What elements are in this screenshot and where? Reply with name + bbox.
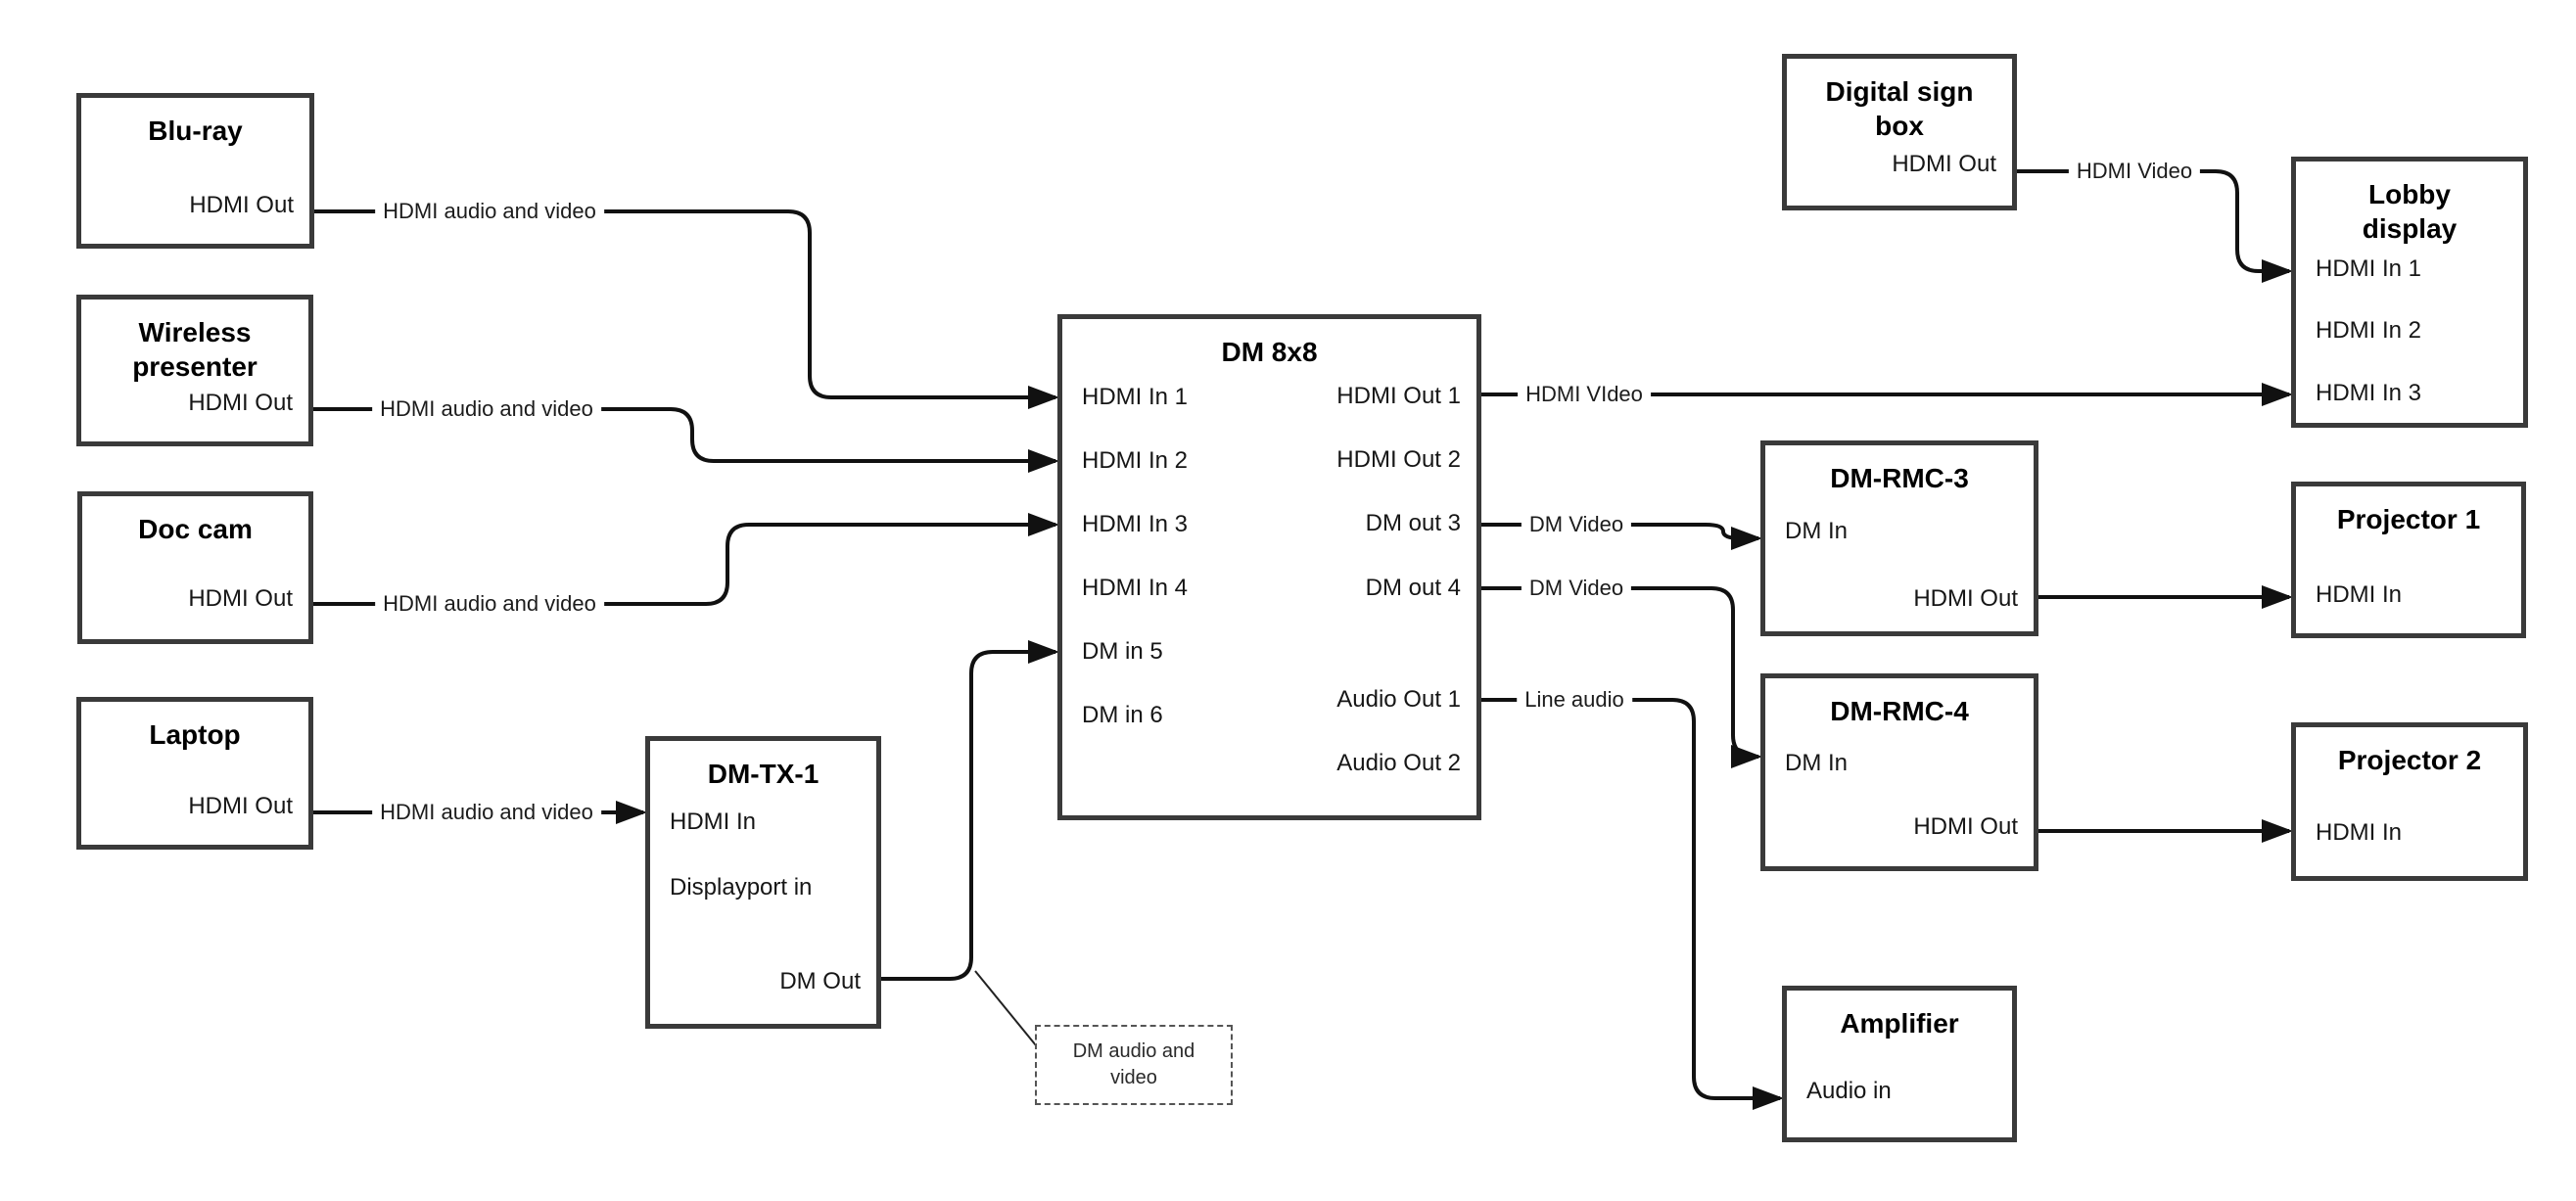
port-dm-tx-1-hdmi-in: HDMI In — [670, 808, 757, 835]
port-dm-8x8-hdmi-in-2: HDMI In 2 — [1082, 447, 1189, 474]
port-wireless-presenter-hdmi-out: HDMI Out — [188, 390, 293, 416]
port-dm-8x8-dm-in-6: DM in 6 — [1082, 702, 1163, 728]
port-dm-8x8-audio-out-1: Audio Out 1 — [1336, 686, 1461, 713]
port-amplifier-audio-in: Audio in — [1806, 1078, 1892, 1104]
edge-label-doccam-to-dm8x8-in3: HDMI audio and video — [375, 590, 604, 618]
port-dm-8x8-hdmi-out-1: HDMI Out 1 — [1336, 383, 1461, 409]
edge-wireless-to-dm8x8-in2 — [313, 407, 1059, 473]
box-title-blu-ray: Blu-ray — [148, 115, 243, 146]
box-title-lobby-display: Lobby display — [2362, 179, 2458, 244]
edge-label-dm8x8-out3-to-rmc3: DM Video — [1521, 511, 1632, 538]
port-dm-8x8-audio-out-2: Audio Out 2 — [1336, 750, 1461, 776]
port-laptop-hdmi-out: HDMI Out — [188, 793, 293, 819]
box-title-digital-sign-box: Digital sign box — [1825, 76, 1974, 141]
port-doc-cam-hdmi-out: HDMI Out — [188, 585, 293, 612]
port-lobby-display-hdmi-in-2: HDMI In 2 — [2316, 317, 2422, 344]
box-title-projector-1: Projector 1 — [2336, 504, 2481, 534]
box-title-dm-tx-1: DM-TX-1 — [707, 759, 820, 789]
box-dm-rmc-3: DM-RMC-3 DM In HDMI Out — [1760, 440, 2038, 636]
port-dm-8x8-hdmi-in-4: HDMI In 4 — [1082, 575, 1189, 601]
port-lobby-display-hdmi-in-1: HDMI In 1 — [2316, 255, 2422, 282]
box-title-dm-rmc-4: DM-RMC-4 — [1830, 696, 1969, 726]
port-dm-8x8-dm-out-3: DM out 3 — [1365, 510, 1461, 536]
port-dm-8x8-hdmi-in-1: HDMI In 1 — [1082, 384, 1189, 410]
edge-dmtx1-to-dm8x8-in5 — [881, 640, 1059, 981]
edge-label-dm8x8-out1-to-lobby-in3: HDMI VIdeo — [1518, 381, 1651, 408]
box-title-projector-2: Projector 2 — [2337, 745, 2482, 775]
box-title-doc-cam: Doc cam — [138, 514, 253, 544]
port-digital-sign-box-hdmi-out: HDMI Out — [1892, 151, 1996, 177]
port-dm-tx-1-dm-out: DM Out — [779, 968, 861, 994]
port-blu-ray-hdmi-out: HDMI Out — [189, 192, 294, 218]
port-lobby-display-hdmi-in-3: HDMI In 3 — [2316, 380, 2422, 406]
box-projector-2: Projector 2 HDMI In — [2291, 722, 2528, 881]
edge-bluray-to-dm8x8-in1 — [314, 209, 1059, 409]
edge-label-dm8x8-audio1-to-amplifier: Line audio — [1517, 686, 1632, 714]
box-title-amplifier: Amplifier — [1840, 1008, 1959, 1039]
edge-doccam-to-dm8x8-in3 — [313, 513, 1059, 606]
edge-label-dm8x8-out4-to-rmc4: DM Video — [1521, 575, 1632, 602]
note-callout-line — [974, 970, 1037, 1046]
edge-label-signbox-to-lobby-in1: HDMI Video — [2068, 158, 2201, 185]
edge-dm8x8-audio1-to-amplifier — [1481, 698, 1784, 1110]
box-title-dm-rmc-3: DM-RMC-3 — [1830, 463, 1969, 493]
port-projector-1-hdmi-in: HDMI In — [2316, 581, 2403, 608]
port-dm-8x8-hdmi-in-3: HDMI In 3 — [1082, 511, 1189, 537]
edge-signbox-to-lobby-in1 — [2017, 169, 2293, 283]
port-dm-rmc-4-hdmi-out: HDMI Out — [1913, 813, 2018, 840]
port-dm-rmc-3-dm-in: DM In — [1785, 518, 1849, 544]
box-title-dm-8x8: DM 8x8 — [1221, 337, 1318, 367]
port-dm-8x8-dm-out-4: DM out 4 — [1365, 575, 1461, 601]
port-dm-8x8-dm-in-5: DM in 5 — [1082, 638, 1163, 665]
port-dm-8x8-hdmi-out-2: HDMI Out 2 — [1336, 446, 1461, 473]
edge-dm8x8-out4-to-rmc4 — [1481, 586, 1762, 768]
port-dm-tx-1-displayport-in: Displayport in — [670, 874, 813, 901]
box-title-wireless-presenter: Wireless presenter — [132, 317, 258, 382]
port-projector-2-hdmi-in: HDMI In — [2316, 819, 2403, 846]
note-dm-audio-video: DM audio and video — [1035, 1025, 1233, 1105]
port-dm-rmc-3-hdmi-out: HDMI Out — [1913, 585, 2018, 612]
box-dm-rmc-4: DM-RMC-4 DM In HDMI Out — [1760, 673, 2038, 871]
box-title-laptop: Laptop — [149, 719, 241, 750]
edge-label-bluray-to-dm8x8-in1: HDMI audio and video — [375, 198, 604, 225]
edge-dm8x8-out3-to-rmc3 — [1481, 523, 1762, 550]
edge-label-laptop-to-dmtx1: HDMI audio and video — [372, 799, 601, 826]
edge-label-wireless-to-dm8x8-in2: HDMI audio and video — [372, 395, 601, 423]
box-projector-1: Projector 1 HDMI In — [2291, 482, 2526, 638]
port-dm-rmc-4-dm-in: DM In — [1785, 750, 1849, 776]
